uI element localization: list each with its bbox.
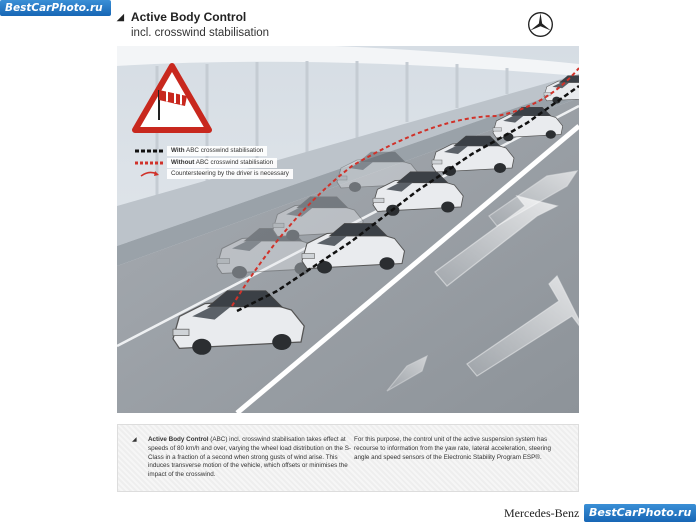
caption-column-1: Active Body Control (ABC) incl. crosswin… (148, 436, 352, 479)
page-subtitle: incl. crosswind stabilisation (131, 27, 270, 39)
mercedes-star-icon (528, 12, 553, 37)
crosswind-arrow-icon (386, 170, 579, 392)
legend: With ABC crosswind stabilisation Without… (133, 146, 303, 181)
legend-without-swatch (133, 158, 167, 168)
countersteer-arrow-icon (133, 169, 167, 179)
legend-counter: Countersteering by the driver is necessa… (133, 169, 303, 179)
legend-without-label: Without ABC crosswind stabilisation (167, 157, 278, 168)
title-text: Active Body Control (130, 10, 247, 24)
bullet-triangle-icon: ◢ (117, 11, 124, 22)
bullet-triangle-icon: ◢ (132, 437, 137, 443)
caption-box: ◢ Active Body Control (ABC) incl. crossw… (117, 424, 579, 492)
crosswind-illustration (117, 46, 579, 413)
caption-column-2: For this purpose, the control unit of th… (354, 436, 552, 461)
legend-without: Without ABC crosswind stabilisation (133, 157, 303, 168)
watermark-top: BestCarPhoto.ru (0, 0, 111, 16)
watermark-bottom: BestCarPhoto.ru (584, 504, 696, 522)
legend-with-label: With ABC crosswind stabilisation (167, 146, 268, 156)
windsock-warning-icon (132, 63, 212, 133)
brand-wordmark: Mercedes-Benz (504, 506, 580, 520)
legend-with-swatch (133, 146, 167, 156)
legend-with: With ABC crosswind stabilisation (133, 146, 303, 156)
legend-counter-label: Countersteering by the driver is necessa… (167, 169, 293, 179)
page-title: ◢ Active Body Control (117, 10, 269, 24)
header: ◢ Active Body Control incl. crosswind st… (117, 10, 269, 39)
